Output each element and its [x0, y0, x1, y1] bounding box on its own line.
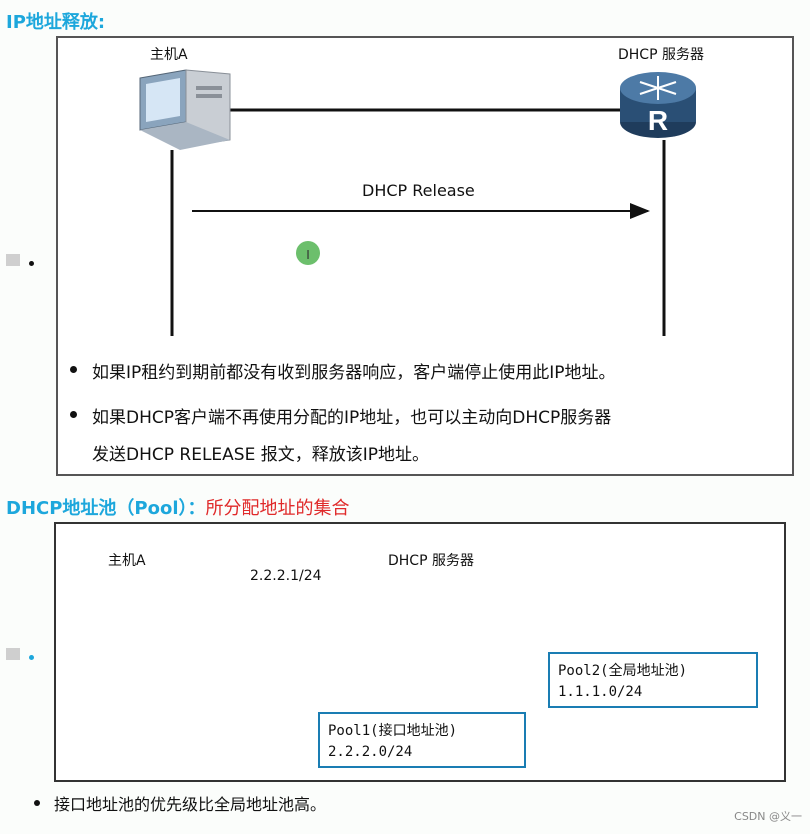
slide-marker-icon: [6, 648, 20, 660]
server-label-2: DHCP 服务器: [388, 553, 474, 569]
cursor-highlight-icon: [296, 241, 320, 265]
computer-icon: [139, 69, 231, 150]
assign-label: 2.2.2.1/24: [250, 568, 322, 584]
router-icon: R: [620, 72, 696, 138]
server-label: DHCP 服务器: [618, 47, 704, 63]
bullet-text-2: 如果DHCP客户端不再使用分配的IP地址，也可以主动向DHCP服务器: [92, 408, 612, 428]
host-label-2: 主机A: [108, 553, 146, 569]
bullet-dot: [70, 366, 77, 373]
watermark: CSDN @义一: [734, 810, 802, 823]
bullet-dot: [34, 800, 40, 806]
section2-title-highlight: 所分配地址的集合: [205, 498, 350, 519]
bullet-dot: [29, 655, 34, 660]
bullet-text-3: 发送DHCP RELEASE 报文，释放该IP地址。: [92, 445, 429, 465]
slide-marker-icon: [6, 254, 20, 266]
host-label: 主机A: [150, 47, 188, 63]
pool2-subnet: 1.1.1.0/24: [558, 684, 643, 700]
pool1-box: Pool1(接口地址池) 2.2.2.0/24: [318, 712, 526, 768]
release-label: DHCP Release: [362, 181, 475, 200]
section1-title: IP地址释放:: [6, 12, 106, 33]
svg-text:I: I: [306, 248, 310, 262]
pool1-subnet: 2.2.2.0/24: [328, 744, 413, 760]
pool1-name: Pool1(接口地址池): [328, 723, 458, 739]
bullet-dot: [29, 261, 34, 266]
bullet-text-1: 如果IP租约到期前都没有收到服务器响应，客户端停止使用此IP地址。: [92, 363, 616, 383]
section2-title: DHCP地址池（Pool）：所分配地址的集合: [6, 494, 350, 520]
section2-title-prefix: DHCP地址池（Pool）：: [6, 498, 206, 519]
svg-text:R: R: [648, 105, 668, 136]
pool2-name: Pool2(全局地址池): [558, 663, 688, 679]
bullet-dot: [70, 411, 77, 418]
bullet-text-4: 接口地址池的优先级比全局地址池高。: [54, 795, 327, 814]
pool2-box: Pool2(全局地址池) 1.1.1.0/24: [548, 652, 758, 708]
